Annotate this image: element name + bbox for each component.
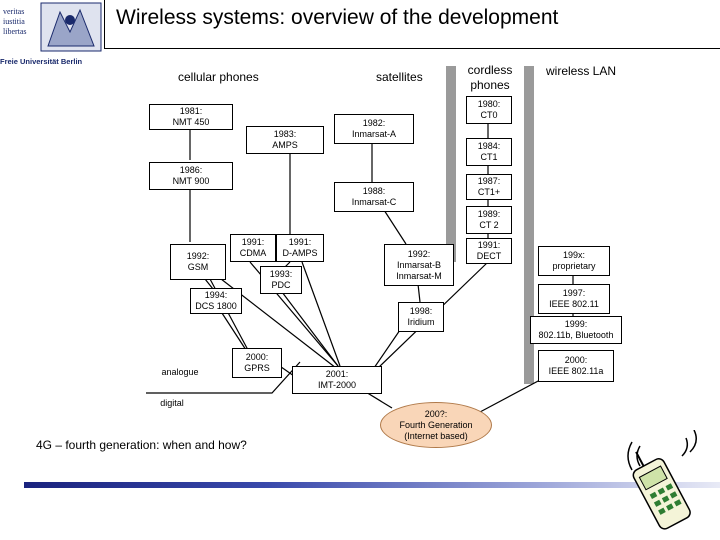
separator-bar-satellites [446, 66, 456, 262]
node-iridium: 1998: Iridium [398, 302, 444, 332]
node-nmt900: 1986: NMT 900 [149, 162, 233, 190]
node-ct1: 1984: CT1 [466, 138, 512, 166]
footer-bar [24, 482, 720, 488]
node-gsm: 1992: GSM [170, 244, 226, 280]
column-cellular: cellular phones [178, 70, 259, 84]
university-logo: veritas iustitia libertas Freie Universi… [0, 0, 104, 70]
node-inmarsat-a: 1982: Inmarsat-A [334, 114, 414, 144]
label-analogue: analogue [161, 367, 199, 377]
title-frame [104, 0, 720, 49]
node-nmt450: 1981: NMT 450 [149, 104, 233, 130]
node-pdc: 1993: PDC [260, 266, 302, 294]
node-imt2000: 2001: IMT-2000 [292, 366, 382, 394]
logo-line-1: veritas [3, 7, 25, 16]
column-wlan: wireless LAN [546, 64, 617, 78]
slide-title: Wireless systems: overview of the develo… [116, 6, 559, 29]
column-cordless: cordless phones [467, 63, 513, 92]
node-dcs1800: 1994: DCS 1800 [190, 288, 242, 314]
node-dect: 1991: DECT [466, 238, 512, 264]
node-cdma: 1991: CDMA [230, 234, 276, 262]
column-satellites: satellites [376, 70, 423, 84]
node-ct0: 1980: CT0 [466, 96, 512, 124]
node-inmarsat-bm: 1992: Inmarsat-B Inmarsat-M [384, 244, 454, 286]
node-ieee80211a: 2000: IEEE 802.11a [538, 350, 614, 382]
question-4g: 4G – fourth generation: when and how? [36, 438, 247, 452]
node-ieee80211: 1997: IEEE 802.11 [538, 284, 610, 314]
logo-university-name: Freie Universität Berlin [0, 57, 83, 66]
node-proprietary: 199x: proprietary [538, 246, 610, 276]
node-inmarsat-c: 1988: Inmarsat-C [334, 182, 414, 212]
node-fourth-generation: 200?: Fourth Generation (Internet based) [380, 402, 492, 448]
node-ct1plus: 1987: CT1+ [466, 174, 512, 200]
logo-emblem-icon [40, 2, 102, 52]
mobile-phone-icon [627, 430, 697, 530]
node-damps: 1991: D-AMPS [276, 234, 324, 262]
logo-line-3: libertas [3, 27, 27, 36]
node-amps: 1983: AMPS [246, 126, 324, 154]
node-gprs: 2000: GPRS [232, 348, 282, 378]
logo-line-2: iustitia [3, 17, 25, 26]
label-digital: digital [160, 398, 184, 408]
node-ct2: 1989: CT 2 [466, 206, 512, 234]
separator-bar-cordless [524, 66, 534, 384]
node-ieee80211b: 1999: 802.11b, Bluetooth [530, 316, 622, 344]
